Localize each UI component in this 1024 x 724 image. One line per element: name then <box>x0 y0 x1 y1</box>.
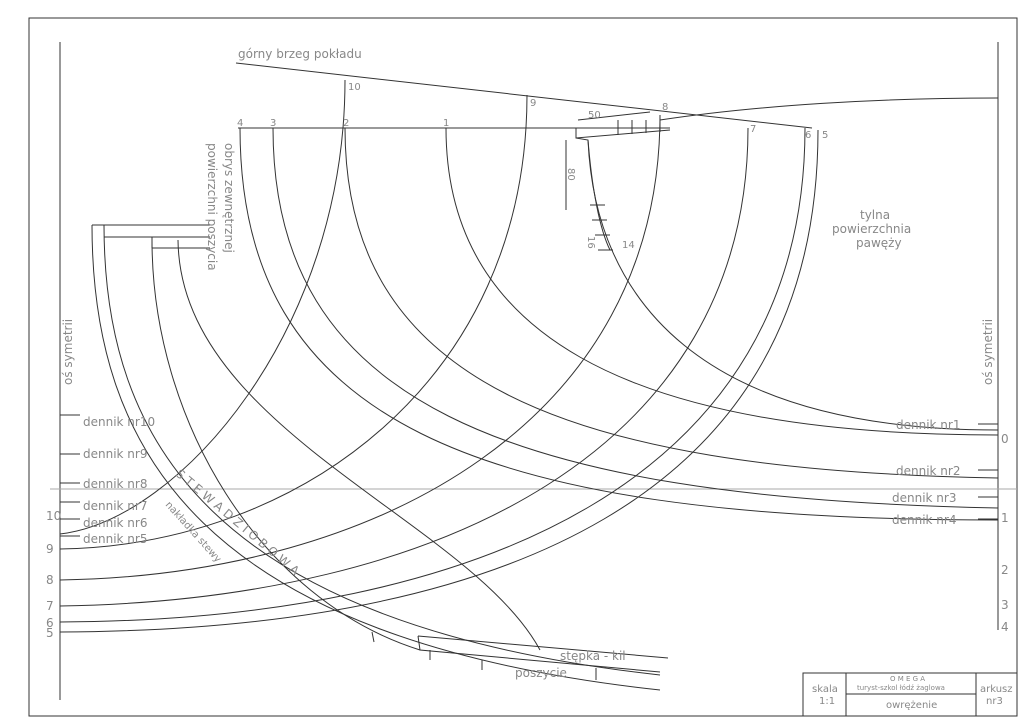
company-name: O M E G A <box>890 675 925 683</box>
left-numbers: 10 9 8 7 6 5 <box>46 509 61 640</box>
floor-label: dennik nr4 <box>892 513 956 527</box>
floor-labels-left: dennik nr10 dennik nr9 dennik nr8 dennik… <box>83 415 155 546</box>
floor-label: dennik nr10 <box>83 415 155 429</box>
dimension-label: 80 <box>565 168 576 181</box>
station-number: 1 <box>443 118 449 129</box>
dimension-label: 50 <box>588 110 601 121</box>
station-number: 2 <box>343 118 349 129</box>
stem-curves <box>91 224 669 691</box>
margin-number: 9 <box>46 542 54 556</box>
dimension-label: 16 <box>585 236 596 249</box>
dimension-labels: 50 80 16 14 <box>565 110 635 251</box>
part-name: owrężenie <box>886 700 937 711</box>
floor-ticks <box>60 414 998 537</box>
transom-label-1: tylna <box>860 208 890 222</box>
margin-number: 8 <box>46 573 54 587</box>
transom-detail <box>565 111 671 251</box>
station-number: 3 <box>270 118 276 129</box>
margin-number: 10 <box>46 509 61 523</box>
station-arcs-right <box>239 127 999 521</box>
transom-label-2: powierzchnia <box>832 222 911 236</box>
margin-number: 4 <box>1001 620 1009 634</box>
station-number: 9 <box>530 98 536 109</box>
station-number: 7 <box>750 124 756 135</box>
drawing-frame <box>28 17 1018 717</box>
margin-number: 1 <box>1001 511 1009 525</box>
floor-label: dennik nr5 <box>83 532 147 546</box>
planking-label: poszycie <box>515 666 567 680</box>
floor-label: dennik nr9 <box>83 447 147 461</box>
floor-label: dennik nr2 <box>896 464 960 478</box>
symmetry-label-left: oś symetrii <box>61 319 75 385</box>
deck-edge-line <box>235 62 813 129</box>
station-arcs-left <box>59 79 819 633</box>
margin-number: 2 <box>1001 563 1009 577</box>
margin-number: 5 <box>46 626 54 640</box>
margin-number: 6 <box>46 616 54 630</box>
margin-number: 0 <box>1001 432 1009 446</box>
transom-label-3: pawęży <box>856 236 902 250</box>
floor-label: dennik nr1 <box>896 418 960 432</box>
right-numbers: 0 1 2 3 4 <box>1001 432 1009 634</box>
station-number: 5 <box>822 130 828 141</box>
station-number: 4 <box>237 118 243 129</box>
outer-planking-label-2: powierzchni poszycia <box>205 143 219 271</box>
scale-label: skala <box>812 684 838 695</box>
station-number: 8 <box>662 102 668 113</box>
station-number: 10 <box>348 82 361 93</box>
title-block: skala 1:1 O M E G A turyst-szkol łódź ża… <box>802 672 1018 717</box>
symmetry-label-right: oś symetrii <box>981 319 995 385</box>
top-station-numbers: 10 9 8 7 6 5 4 3 2 1 <box>237 82 828 141</box>
scale-value: 1:1 <box>819 696 835 707</box>
margin-number: 7 <box>46 599 54 613</box>
dimension-label: 14 <box>622 240 635 251</box>
keel-label: stępka - kil <box>560 649 626 663</box>
station-number: 6 <box>805 130 811 141</box>
outer-planking-label: obrys zewnętrznej <box>222 143 236 253</box>
floor-label: dennik nr6 <box>83 516 147 530</box>
sheet-value: nr3 <box>986 696 1003 707</box>
floor-label: dennik nr3 <box>892 491 956 505</box>
deck-edge-label: górny brzeg pokładu <box>238 47 362 61</box>
floor-label: dennik nr8 <box>83 477 147 491</box>
organization: turyst-szkol łódź żaglowa <box>857 684 945 692</box>
floor-label: dennik nr7 <box>83 499 147 513</box>
margin-number: 3 <box>1001 598 1009 612</box>
floor-labels-right: dennik nr1 dennik nr2 dennik nr3 dennik … <box>892 418 960 527</box>
sheer-line <box>659 97 999 121</box>
sheet-label: arkusz <box>980 684 1013 695</box>
